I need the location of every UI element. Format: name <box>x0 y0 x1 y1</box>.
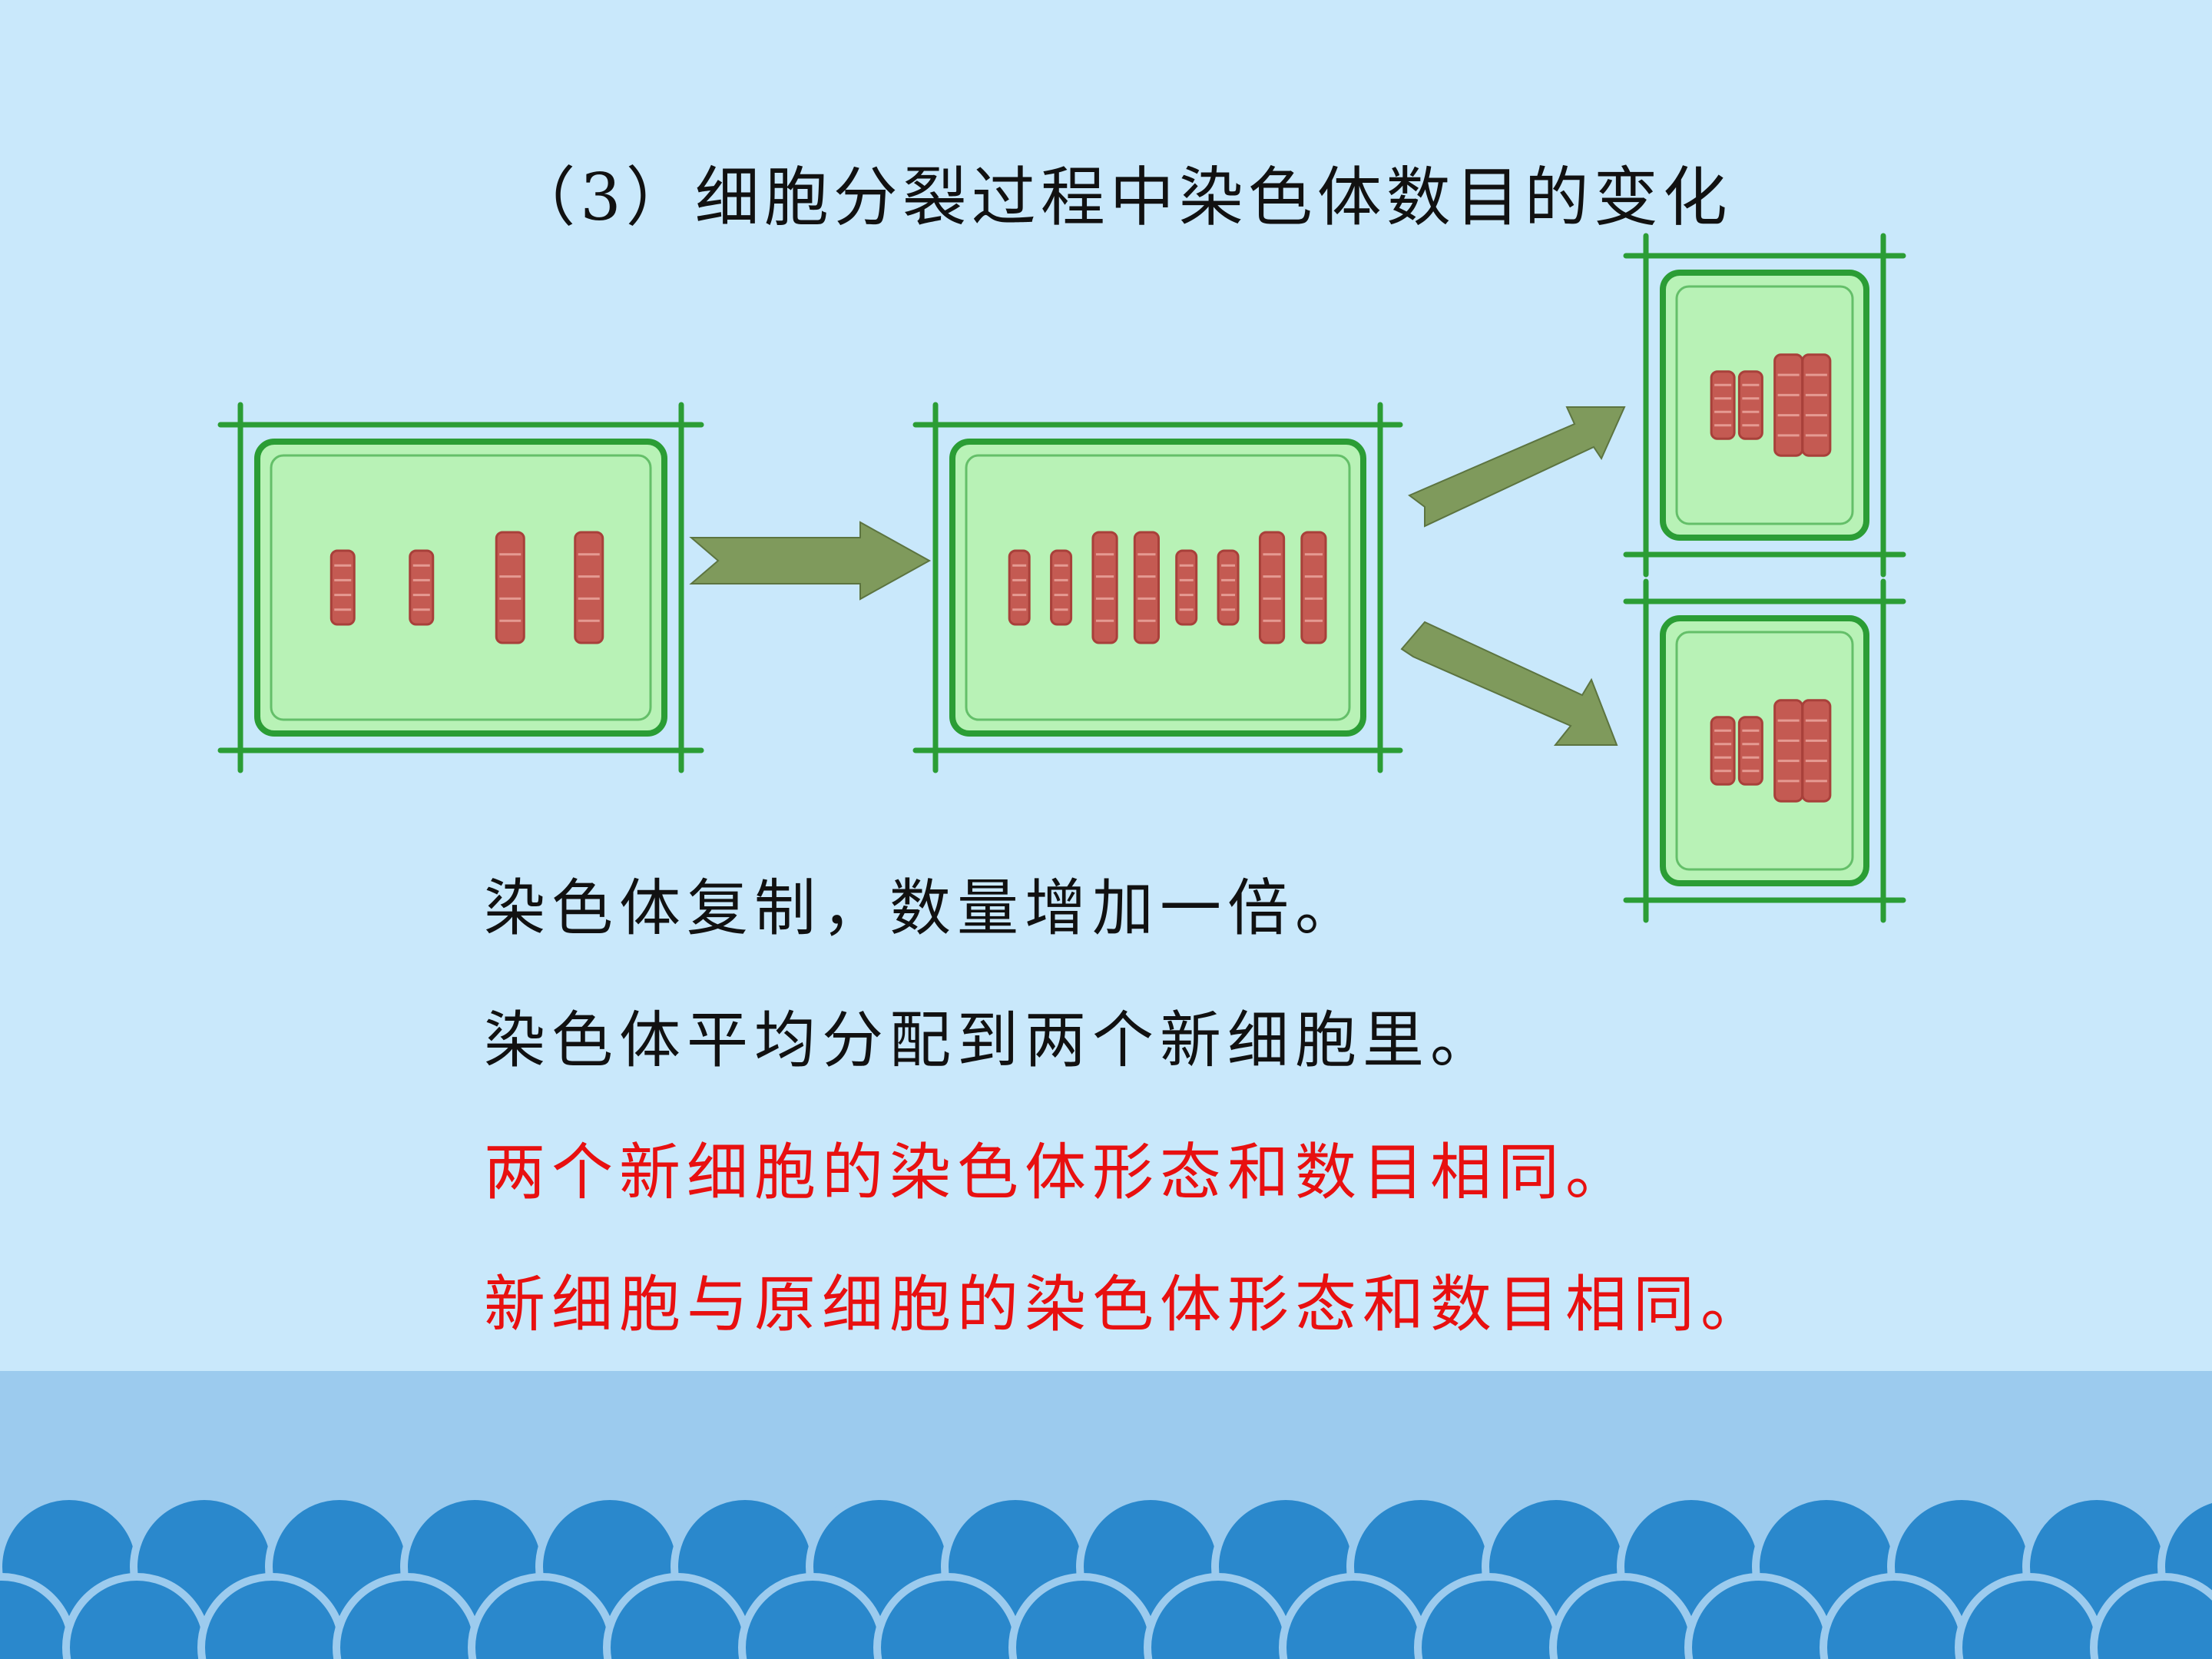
chromosome <box>574 531 604 644</box>
duplicated-cell <box>912 402 1403 773</box>
arrow-to-daughter-top <box>1408 406 1626 528</box>
chromosome <box>409 549 435 626</box>
arrow-to-daughter-bottom <box>1400 621 1618 746</box>
statement-distribution: 染色体平均分配到两个新细胞里。 <box>484 1005 1498 1076</box>
scallop-circle <box>2090 1573 2212 1659</box>
chromosome <box>1217 549 1240 626</box>
chromosome <box>1710 370 1736 440</box>
arrow-parent-to-duplicated <box>689 521 932 601</box>
cell-inner-outline <box>965 454 1351 721</box>
statement-daughters-same: 两个新细胞的染色体形态和数目相同。 <box>484 1137 1633 1208</box>
chromosome <box>1737 716 1763 786</box>
chromosome <box>1737 370 1763 440</box>
chromosome <box>329 549 356 626</box>
chromosome <box>1300 531 1327 644</box>
cell-inner-outline <box>1675 285 1854 525</box>
chromosome <box>1773 353 1804 457</box>
chromosome <box>1710 716 1736 786</box>
chromosome <box>1133 531 1161 644</box>
daughter-cell-top <box>1623 233 1906 578</box>
cell-inner-outline <box>1675 631 1854 871</box>
slide-title: （3）细胞分裂过程中染色体数目的变化 <box>511 160 1732 235</box>
statement-same-as-parent: 新细胞与原细胞的染色体形态和数目相同。 <box>484 1269 1768 1340</box>
chromosome <box>1258 531 1286 644</box>
chromosome <box>1175 549 1198 626</box>
cell-inner-outline <box>270 454 652 721</box>
chromosome <box>1801 353 1832 457</box>
statement-replication: 染色体复制，数量增加一倍。 <box>484 873 1363 944</box>
chromosome <box>1091 531 1118 644</box>
chromosome <box>1773 699 1804 803</box>
chromosome <box>1050 549 1073 626</box>
cell-membrane <box>1660 615 1869 886</box>
chromosome <box>1008 549 1031 626</box>
cell-membrane <box>254 439 667 737</box>
chromosome <box>495 531 525 644</box>
daughter-cell-bottom <box>1623 578 1906 923</box>
parent-cell <box>217 402 704 773</box>
cell-membrane <box>1660 270 1869 541</box>
scallop-decoration <box>0 1492 2212 1659</box>
chromosome <box>1801 699 1832 803</box>
